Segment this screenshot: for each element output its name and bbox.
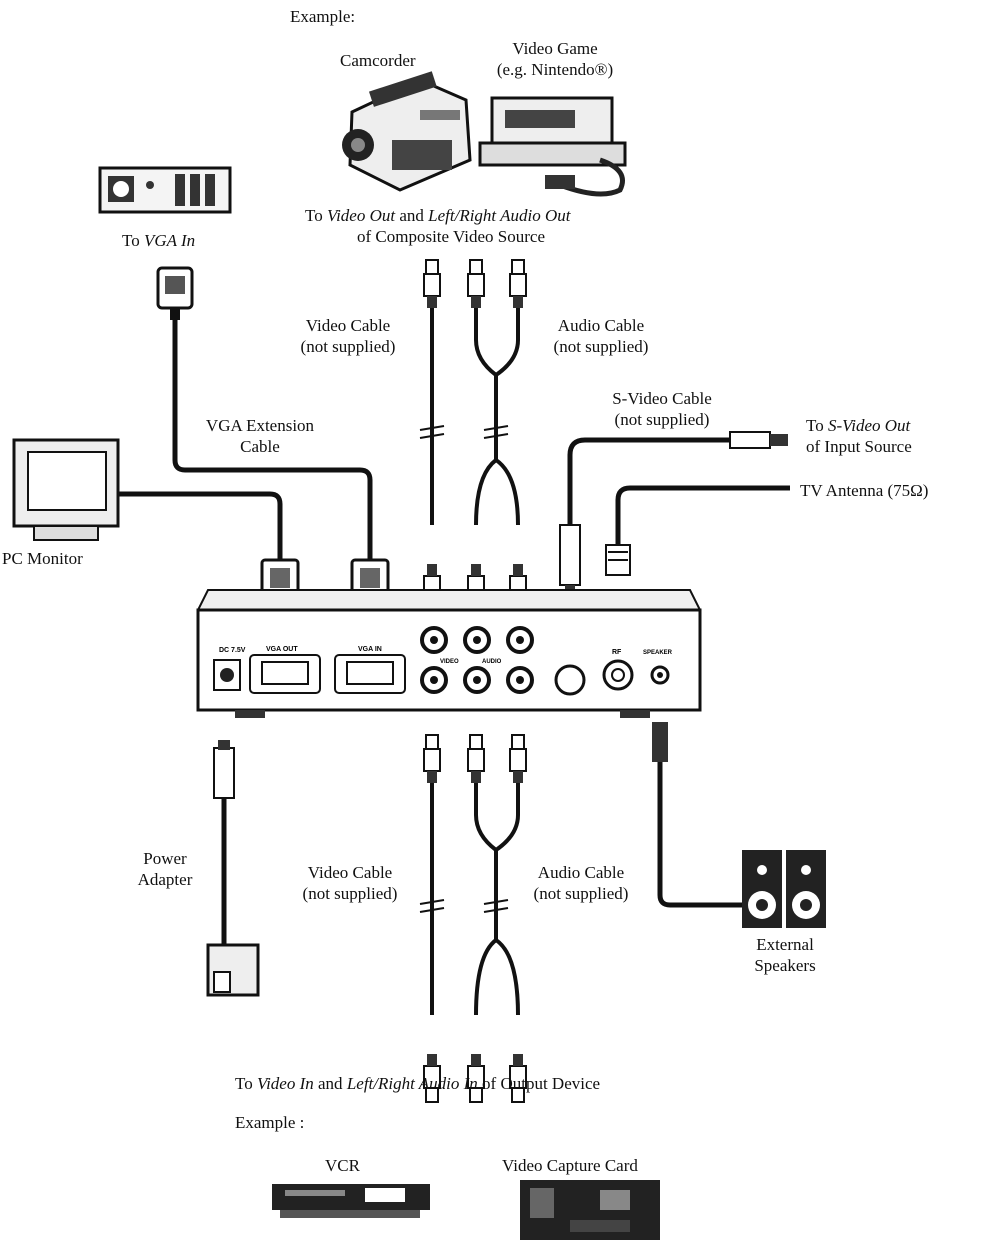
output-device-and: and: [313, 1074, 347, 1093]
vga-extension-line1: VGA Extension: [205, 416, 315, 435]
vga-extension-label: VGA Extension Cable: [180, 415, 340, 457]
upper-video-cable-label: Video Cable (not supplied): [282, 315, 414, 357]
to-vga-in-to: To: [122, 231, 144, 250]
composite-source-line1: To Video Out and Left/Right Audio Out: [305, 205, 570, 226]
composite-source-line2: of Composite Video Source: [357, 227, 546, 246]
video-capture-card-icon: [520, 1180, 660, 1240]
to-svideo-out-to: To: [806, 416, 828, 435]
lower-audio-cable-label: Audio Cable (not supplied): [515, 862, 647, 904]
tv-antenna-cable: [605, 485, 790, 576]
external-speakers-line2: Speakers: [754, 956, 816, 975]
rca-plug-video-top: [423, 259, 441, 309]
upper-break-marks: [419, 425, 509, 439]
computer-icon: [98, 166, 232, 214]
to-vga-in-label: To VGA In: [122, 230, 195, 251]
panel-video-label: VIDEO: [440, 659, 459, 665]
to-vga-in-port: VGA In: [143, 231, 196, 250]
vcr-label: VCR: [325, 1156, 360, 1175]
upper-rca-cables: [430, 300, 520, 526]
vcr-icon: [272, 1184, 430, 1218]
to-svideo-out-label: To S-Video Out of Input Source: [806, 415, 912, 457]
output-device-video-in: Video In: [256, 1074, 314, 1093]
panel-speaker-label: SPEAKER: [643, 650, 673, 656]
rca-plug-video-lower-top: [423, 734, 441, 784]
output-device-audio-in: Left/Right Audio In: [346, 1074, 478, 1093]
bottom-example-label: Example :: [235, 1113, 305, 1132]
vga-cables: [118, 320, 373, 560]
composite-source-audio-out: Left/Right Audio Out: [428, 206, 571, 225]
av-converter-device: [196, 589, 702, 718]
external-speakers-line1: External: [756, 935, 814, 954]
vga-connector-top: [156, 266, 194, 320]
rca-plug-audio-lower-top-right: [509, 734, 527, 784]
tv-antenna-label: TV Antenna (75Ω): [800, 481, 929, 500]
svideo-cable-line2: (not supplied): [614, 410, 710, 429]
svideo-cable: [559, 431, 788, 595]
composite-source-and: and: [395, 206, 429, 225]
lower-video-cable-line2: (not supplied): [302, 884, 398, 903]
rca-plug-audio-lower-top-left: [467, 734, 485, 784]
lower-audio-cable-line1: Audio Cable: [537, 863, 625, 882]
svideo-cable-label: S-Video Cable (not supplied): [592, 388, 732, 430]
lower-rca-cables: [430, 775, 520, 1016]
panel-vga-out-label: VGA OUT: [266, 646, 298, 653]
speaker-cable: [652, 722, 745, 908]
to-svideo-out-line2: of Input Source: [806, 437, 912, 456]
pc-monitor-label: PC Monitor: [2, 549, 83, 568]
panel-vga-in-label: VGA IN: [358, 646, 382, 653]
camcorder-icon: [342, 71, 472, 192]
upper-audio-cable-line1: Audio Cable: [557, 316, 645, 335]
panel-rf-label: RF: [612, 649, 622, 656]
output-device-to: To: [235, 1074, 257, 1093]
lower-video-cable-label: Video Cable (not supplied): [284, 862, 416, 904]
video-game-label: Video Game (e.g. Nintendo®): [480, 38, 630, 80]
upper-audio-cable-line2: (not supplied): [553, 337, 649, 356]
top-example-label: Example:: [290, 7, 356, 26]
vga-extension-line2: Cable: [240, 437, 280, 456]
composite-source-video-out: Video Out: [326, 206, 396, 225]
power-adapter-line1: Power: [143, 849, 187, 868]
pc-monitor-icon: [12, 438, 120, 541]
to-svideo-out-port: S-Video Out: [827, 416, 911, 435]
lower-video-cable-line1: Video Cable: [307, 863, 393, 882]
upper-video-cable-line2: (not supplied): [300, 337, 396, 356]
lower-break-marks: [419, 899, 509, 913]
upper-audio-cable-label: Audio Cable (not supplied): [535, 315, 667, 357]
panel-dc-label: DC 7.5V: [219, 647, 246, 654]
camcorder-label: Camcorder: [340, 51, 416, 70]
video-capture-card-label: Video Capture Card: [502, 1156, 638, 1175]
to-svideo-out-line1: To S-Video Out: [806, 415, 912, 436]
output-device-label: To Video In and Left/Right Audio In of O…: [235, 1073, 600, 1094]
composite-source-to: To: [305, 206, 327, 225]
power-adapter-label: Power Adapter: [120, 848, 210, 890]
video-game-icon: [478, 96, 627, 197]
lower-audio-cable-line2: (not supplied): [533, 884, 629, 903]
power-adapter-line2: Adapter: [137, 870, 193, 889]
svideo-cable-line1: S-Video Cable: [612, 389, 712, 408]
output-device-suffix: of Output Device: [477, 1074, 601, 1093]
upper-video-cable-line1: Video Cable: [305, 316, 391, 335]
video-game-label-line1: Video Game: [512, 39, 598, 58]
external-speakers-label: External Speakers: [735, 934, 835, 976]
panel-audio-label: AUDIO: [482, 659, 502, 665]
power-adapter-icon: [206, 740, 260, 997]
rca-plug-audio-top-right: [509, 259, 527, 309]
external-speakers-icon: [742, 850, 826, 928]
vga-plug-in: [350, 558, 390, 600]
video-game-label-line2: (e.g. Nintendo®): [496, 60, 614, 79]
rca-plug-audio-top-left: [467, 259, 485, 309]
